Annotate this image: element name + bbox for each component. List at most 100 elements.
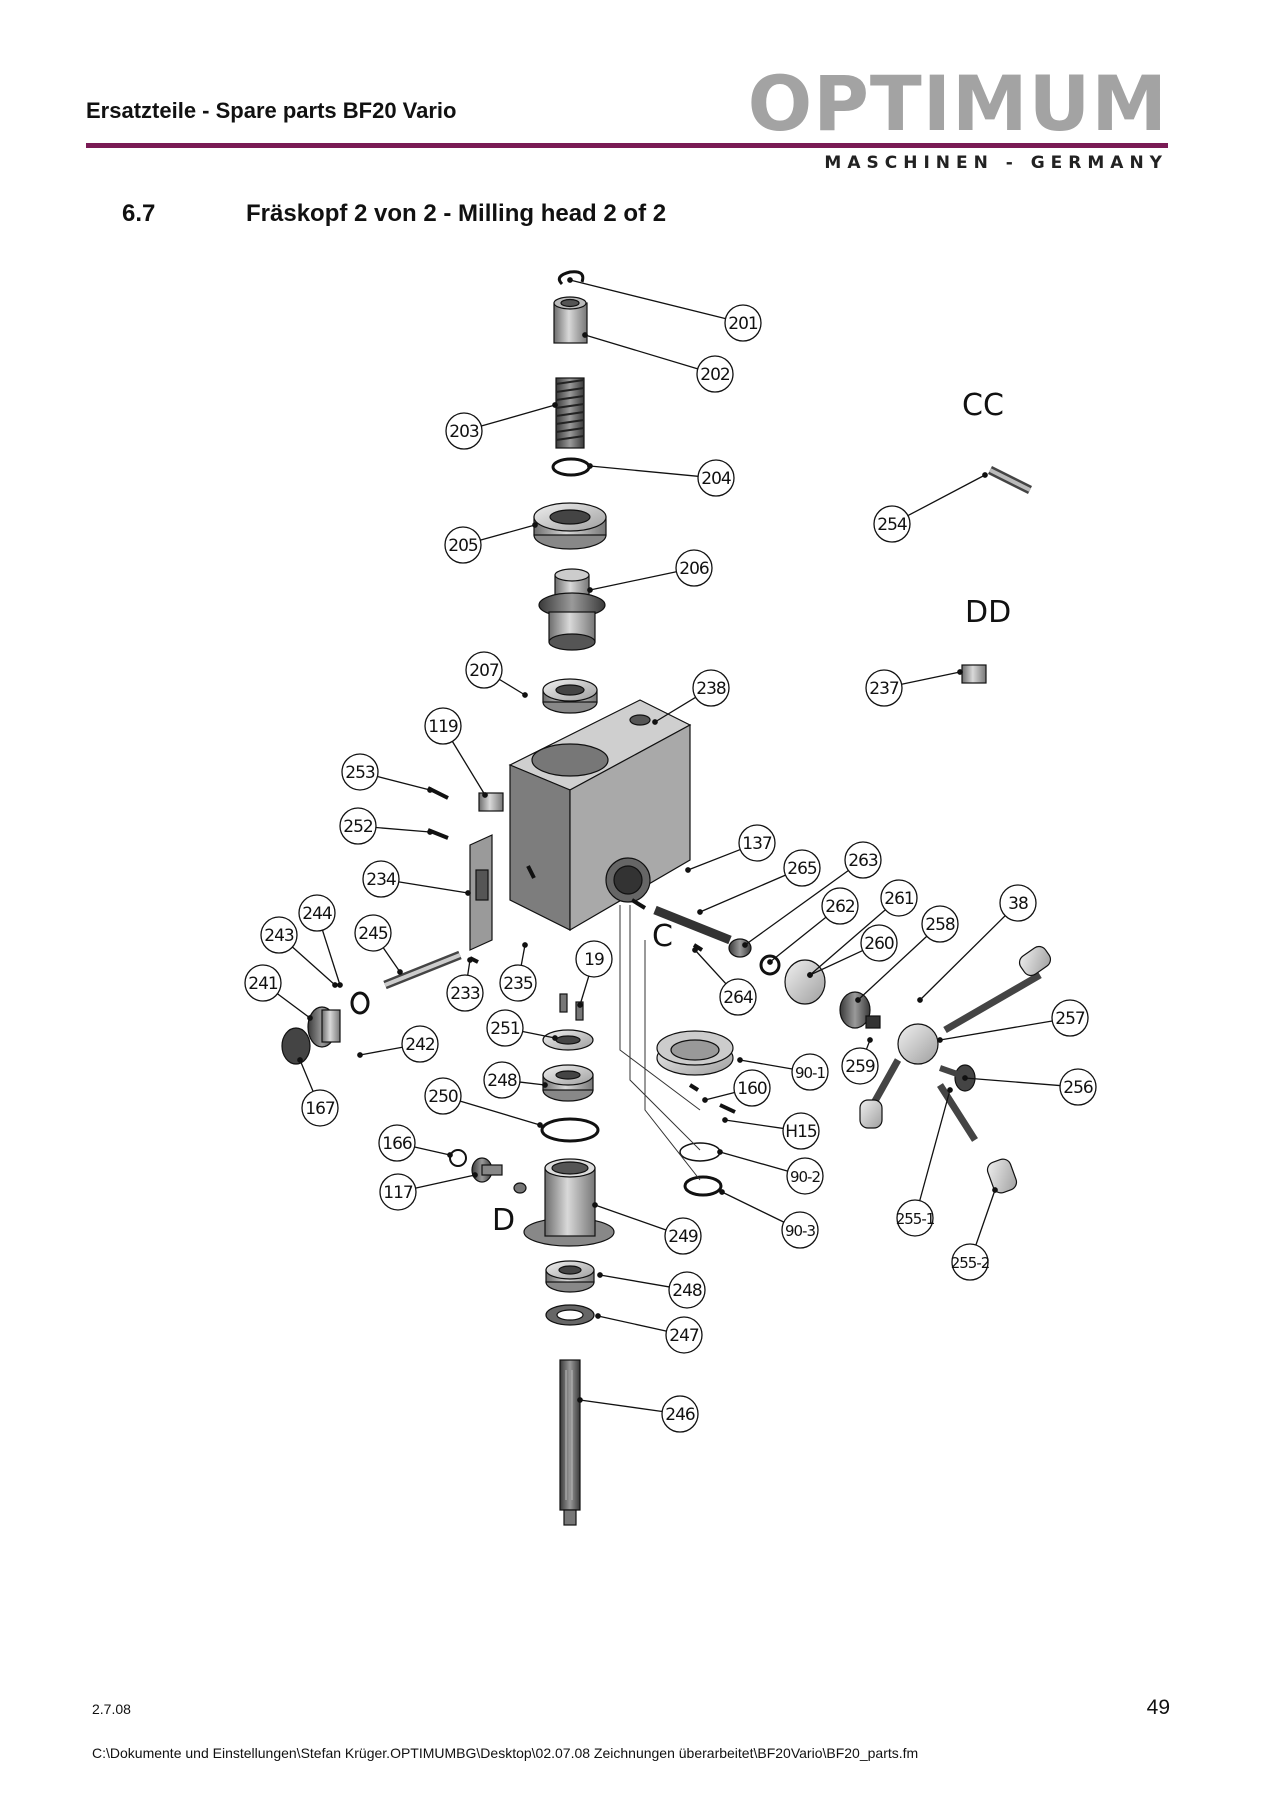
callout-leader-90-1	[739, 1059, 793, 1070]
callout-arrowhead	[577, 1397, 583, 1403]
callout-circle	[260, 916, 298, 954]
callout-circle	[483, 1061, 521, 1099]
callout-arrowhead	[867, 1037, 873, 1043]
callout-label-233: 233	[450, 984, 480, 1004]
callout-label-206: 206	[679, 559, 709, 579]
callout-arrowhead	[947, 1087, 953, 1093]
callout-label-203: 203	[449, 422, 479, 442]
callout-arrowhead	[532, 522, 538, 528]
part-drawings	[281, 270, 1052, 1526]
callout-label-167: 167	[305, 1099, 335, 1119]
callout-leader-90-2	[719, 1151, 788, 1172]
callout-arrowhead	[597, 1272, 603, 1278]
callout-leader-265	[699, 874, 786, 913]
callout-leader-19	[579, 976, 590, 1006]
callout-arrowhead	[472, 1172, 478, 1178]
callout-arrowhead	[577, 1002, 583, 1008]
callout-circle	[424, 1077, 462, 1115]
callout-circle	[951, 1243, 989, 1281]
callout-circle	[1059, 1068, 1097, 1106]
callout-label-241: 241	[248, 974, 278, 994]
callout-leader-160	[704, 1091, 735, 1101]
callout-label-255-2: 255-2	[951, 1254, 990, 1272]
callout-circle	[782, 1112, 820, 1150]
callout-arrowhead	[427, 829, 433, 835]
callout-label-90-3: 90-3	[785, 1222, 815, 1240]
callout-arrowhead	[652, 719, 658, 725]
callout-label-255-1: 255-1	[896, 1210, 935, 1228]
callout-leader-H15	[724, 1119, 784, 1130]
callout-leader-166	[414, 1146, 451, 1156]
callout-leader-244	[321, 929, 341, 986]
callout-leader-254	[907, 474, 986, 517]
callout-circle	[880, 879, 918, 917]
page-header-title: Ersatzteile - Spare parts BF20 Vario	[86, 98, 457, 123]
callout-arrowhead	[467, 957, 473, 963]
callout-leader-248	[519, 1081, 546, 1086]
callout-arrowhead	[807, 972, 813, 978]
callout-arrowhead	[917, 997, 923, 1003]
callout-label-90-1: 90-1	[795, 1064, 825, 1082]
callout-leader-248	[599, 1274, 670, 1288]
callout-circle	[341, 753, 379, 791]
callout-leader-264	[694, 949, 727, 985]
callout-leader-206	[589, 571, 677, 591]
view-label-dd: DD	[965, 595, 1011, 630]
callout-leader-238	[654, 696, 696, 723]
callout-arrowhead	[332, 982, 338, 988]
callout-leader-256	[964, 1077, 1061, 1087]
callout-label-246: 246	[665, 1405, 695, 1425]
callout-arrowhead	[702, 1097, 708, 1103]
callout-leader-201	[569, 279, 726, 320]
callout-arrowhead	[567, 277, 573, 283]
callout-arrowhead	[992, 1187, 998, 1193]
callout-label-202: 202	[700, 365, 730, 385]
callout-label-258: 258	[925, 915, 955, 935]
callout-label-204: 204	[701, 469, 731, 489]
callout-circle	[401, 1025, 439, 1063]
callout-leader-249	[594, 1204, 667, 1231]
callout-arrowhead	[717, 1149, 723, 1155]
callout-label-253: 253	[345, 763, 375, 783]
callout-circle	[339, 807, 377, 845]
callout-arrowhead	[592, 1202, 598, 1208]
callout-leader-237	[901, 671, 961, 685]
brand-logo: OPTIMUM	[747, 59, 1168, 148]
callout-circle	[873, 505, 911, 543]
callout-leaders	[277, 277, 1061, 1413]
callout-circle	[665, 1316, 703, 1354]
callout-arrowhead	[337, 982, 343, 988]
footer-file-path: C:\Dokumente und Einstellungen\Stefan Kr…	[92, 1745, 919, 1761]
callout-circle	[738, 824, 776, 862]
callout-arrowhead	[587, 463, 593, 469]
callout-circle	[844, 841, 882, 879]
callout-arrowhead	[719, 1189, 725, 1195]
callout-leader-234	[398, 881, 469, 894]
callout-label-248: 248	[672, 1281, 702, 1301]
callout-leader-207	[499, 678, 526, 696]
callout-label-19: 19	[584, 950, 604, 970]
callout-leader-257	[939, 1020, 1053, 1041]
callout-arrowhead	[482, 792, 488, 798]
callout-label-254: 254	[877, 515, 907, 535]
callout-label-244: 244	[302, 904, 332, 924]
callout-arrowhead	[552, 1035, 558, 1041]
callout-label-166: 166	[382, 1134, 412, 1154]
callout-leader-246	[579, 1399, 663, 1413]
callout-label-205: 205	[448, 536, 478, 556]
callout-circle	[362, 860, 400, 898]
callout-circle	[724, 304, 762, 342]
page-number: 49	[1146, 1696, 1170, 1719]
callout-label-201: 201	[728, 314, 758, 334]
callout-circle	[661, 1395, 699, 1433]
callout-leader-247	[597, 1315, 667, 1332]
callout-circle	[378, 1124, 416, 1162]
footer-date: 2.7.08	[92, 1701, 131, 1717]
callout-leader-261	[809, 909, 886, 976]
callout-leader-205	[480, 524, 536, 541]
section-title: Fräskopf 2 von 2 - Milling head 2 of 2	[246, 200, 667, 227]
callout-arrowhead	[522, 942, 528, 948]
callout-arrowhead	[552, 402, 558, 408]
